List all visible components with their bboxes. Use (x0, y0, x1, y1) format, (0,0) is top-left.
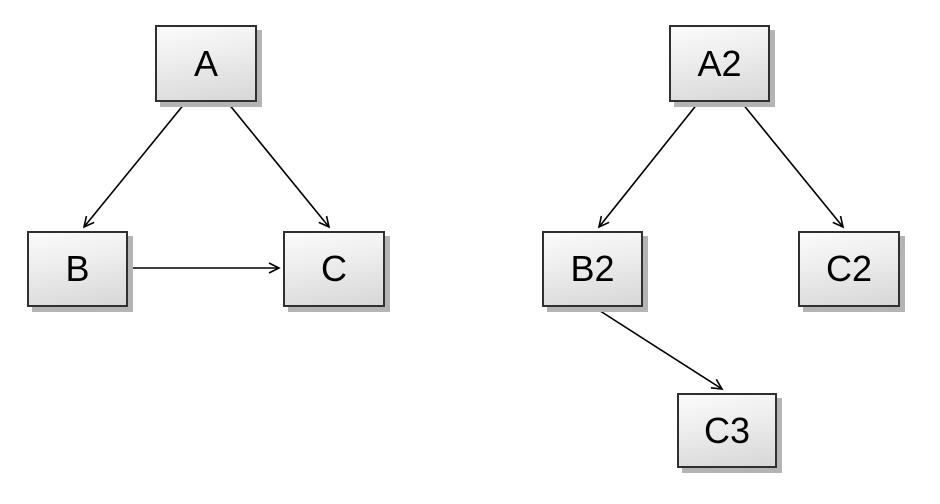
node-B2-label: B2 (570, 248, 615, 289)
node-C2[interactable]: C2 (798, 231, 900, 307)
edge-A2-B2 (597, 102, 699, 229)
node-A2[interactable]: A2 (669, 25, 770, 102)
node-C3-label: C3 (703, 409, 751, 451)
node-C3[interactable]: C3 (677, 393, 777, 468)
node-A[interactable]: A (155, 25, 257, 102)
edge-A2-C2 (741, 102, 845, 229)
edge-B2-C3 (593, 306, 724, 390)
node-A2-label: A2 (697, 42, 742, 84)
node-C[interactable]: C (283, 231, 385, 307)
node-B2[interactable]: B2 (542, 231, 643, 307)
node-C2-label: C2 (825, 248, 873, 289)
edge-A-C (227, 102, 331, 229)
node-C-label: C (321, 248, 347, 289)
edge-A-B (82, 102, 186, 229)
node-A-label: A (193, 42, 218, 84)
node-B[interactable]: B (27, 231, 128, 307)
node-B-label: B (65, 248, 90, 289)
